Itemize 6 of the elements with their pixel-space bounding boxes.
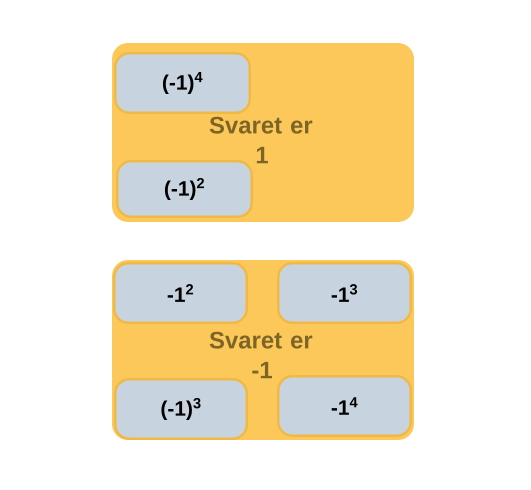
expression-card: -1$^{4}$ [277, 374, 412, 437]
expression-card: -1$^{2}$ [113, 262, 248, 324]
expression-card: (-1)$^{3}$ [114, 378, 248, 440]
expression-card: (-1)$^{2}$ [116, 160, 253, 218]
expression-card: (-1)$^{4}$ [114, 52, 251, 114]
expression-card: -1$^{3}$ [277, 262, 412, 324]
